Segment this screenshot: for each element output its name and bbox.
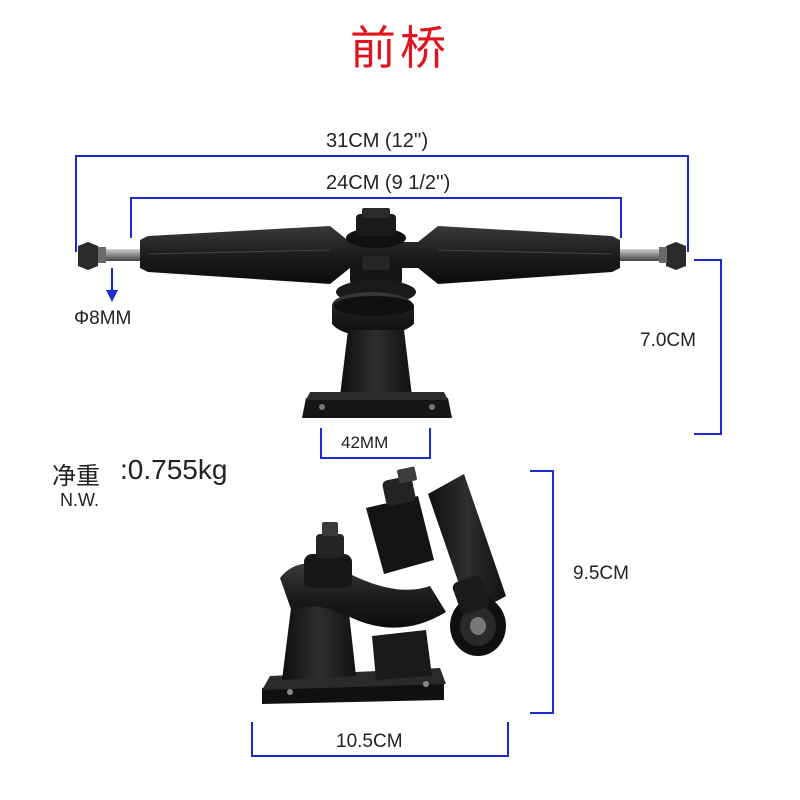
dimension-lines-side — [251, 470, 554, 757]
truck-front-view — [78, 208, 686, 418]
height-side-label: 9.5CM — [573, 563, 629, 584]
net-weight-label-cn: 净重 — [52, 462, 100, 490]
height-front-label: 7.0CM — [640, 330, 696, 351]
side-hanger — [428, 474, 506, 616]
hanger — [140, 226, 620, 284]
truck-side-view — [262, 466, 506, 704]
axle-diameter-arrow-head — [106, 290, 118, 302]
height-side-dimension-line — [530, 470, 554, 714]
hanger-length-label: 24CM (9 1/2'') — [326, 172, 451, 194]
total-length-dimension-line — [75, 155, 689, 252]
right-axle-nut — [666, 242, 686, 270]
width-side-label: 10.5CM — [336, 731, 403, 752]
hanger-length-dimension-line — [130, 197, 622, 238]
total-length-label: 31CM (12'') — [326, 130, 429, 152]
baseplate-width-dimension-line — [320, 428, 431, 459]
height-front-dimension-line — [694, 259, 722, 435]
baseplate-width-label: 42MM — [341, 433, 389, 452]
net-weight-value: :0.755kg — [120, 454, 228, 485]
dimension-lines-front — [75, 155, 722, 459]
axle-diameter-label: Φ8MM — [74, 308, 132, 329]
page-title: 前桥 — [350, 21, 450, 75]
width-side-dimension-line — [251, 722, 509, 757]
left-axle-nut — [78, 242, 98, 270]
baseplate — [302, 398, 452, 418]
net-weight-label-en: N.W. — [60, 490, 99, 510]
